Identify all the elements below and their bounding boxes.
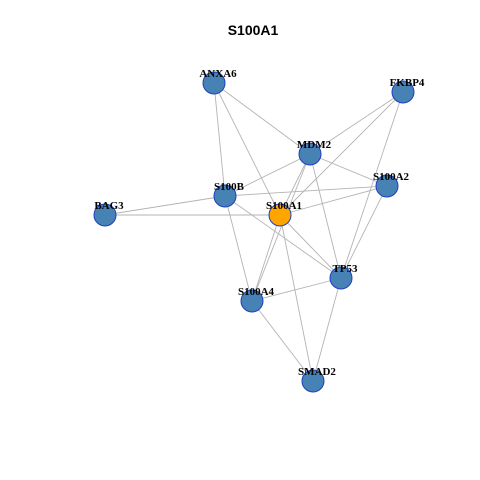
node-s100a2 — [375, 174, 399, 198]
node-label-tp53: TP53 — [332, 263, 358, 275]
edge-tp53-smad2 — [312, 277, 342, 382]
node-label-smad2: SMAD2 — [298, 366, 336, 378]
edge-fkbp4-s100a1 — [279, 91, 404, 216]
edge-s100a1-smad2 — [279, 214, 314, 382]
node-mdm2 — [298, 142, 322, 166]
node-label-s100a4: S100A4 — [238, 286, 275, 298]
node-label-bag3: BAG3 — [94, 200, 124, 212]
edge-mdm2-s100b — [224, 153, 311, 197]
edge-tp53-s100a4 — [251, 277, 342, 302]
node-s100a4 — [240, 289, 264, 313]
diagram-title: S100A1 — [228, 22, 279, 38]
edge-mdm2-s100a4 — [251, 153, 311, 302]
edge-s100b-bag3 — [104, 195, 226, 216]
edge-layer — [104, 82, 404, 382]
node-s100b — [213, 184, 237, 208]
edge-s100a4-smad2 — [251, 300, 314, 382]
node-s100a1 — [268, 203, 292, 227]
edge-mdm2-tp53 — [309, 153, 342, 279]
edge-s100b-s100a4 — [224, 195, 253, 302]
node-label-fkbp4: FKBP4 — [390, 77, 425, 89]
node-label-s100b: S100B — [214, 181, 245, 193]
edge-s100a2-tp53 — [340, 185, 388, 279]
edge-fkbp4-mdm2 — [309, 91, 404, 155]
edge-s100a2-s100a1 — [279, 185, 388, 216]
node-label-s100a1: S100A1 — [266, 200, 302, 212]
edge-s100a2-s100b — [224, 185, 388, 197]
edge-s100b-tp53 — [224, 195, 342, 279]
node-anxa6 — [202, 71, 226, 95]
edge-anxa6-s100b — [213, 82, 226, 197]
node-tp53 — [329, 266, 353, 290]
node-label-anxa6: ANXA6 — [199, 68, 237, 80]
node-smad2 — [301, 369, 325, 393]
edge-mdm2-s100a2 — [309, 153, 388, 187]
edge-fkbp4-tp53 — [340, 91, 404, 279]
node-label-s100a2: S100A2 — [373, 171, 410, 183]
edge-anxa6-mdm2 — [213, 82, 311, 155]
edge-s100a1-tp53 — [279, 214, 342, 279]
edge-s100a1-s100a4 — [251, 214, 281, 302]
node-bag3 — [93, 203, 117, 227]
node-label-mdm2: MDM2 — [297, 139, 332, 151]
node-fkbp4 — [391, 80, 415, 104]
